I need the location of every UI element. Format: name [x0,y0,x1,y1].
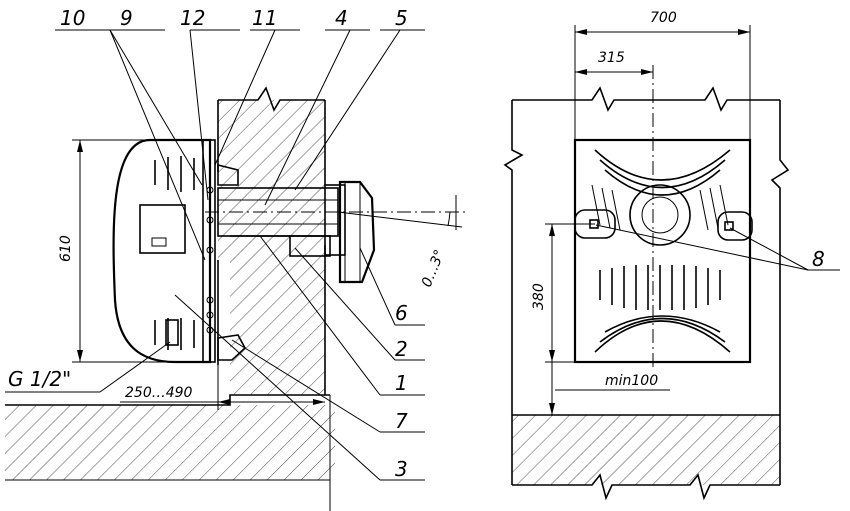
dim-label-610: 610 [58,235,74,262]
dimension-depth [120,365,325,410]
depth-label: 250…490 [125,385,193,401]
dim-label-380: 380 [531,283,547,310]
callout-9: 9 [120,6,133,30]
front-view: 700 315 380 min100 8 [503,10,840,501]
dimension-315 [575,69,653,75]
callout-leaders [55,29,425,481]
dimension-700 [574,25,751,140]
dimension-min100 [549,362,670,415]
callout-4: 4 [335,6,348,30]
dim-label-min100: min100 [605,373,658,389]
thread-leader [5,341,171,393]
callout-8: 8 [812,247,825,271]
callout-3: 3 [395,457,408,481]
dimension-380 [545,223,595,363]
dimension-610 [72,139,175,363]
dim-label-315: 315 [598,50,625,66]
angle-indicator [337,195,463,230]
callout-10: 10 [60,6,85,30]
callout-2: 2 [395,337,408,361]
flue-pipe [205,180,465,284]
wall-left [217,86,326,395]
callout-5: 5 [395,6,408,30]
callout-12: 12 [180,6,205,30]
heater-front [573,138,753,364]
thread-label: G 1/2" [8,367,71,391]
mounting-brackets [217,163,246,361]
heater-body-side [112,138,216,364]
floor-slab-front [511,415,781,501]
callout-1: 1 [395,371,408,395]
callout-6: 6 [395,301,408,325]
callout-8-leaders [595,224,840,271]
dim-label-700: 700 [650,10,677,26]
side-view: 10 9 12 11 4 5 6 2 1 7 3 610 G 1/2" 250…… [5,6,465,511]
callout-11: 11 [252,6,277,30]
callout-7: 7 [395,409,408,433]
wall-outline-front [503,86,790,416]
floor-slab-left [5,394,335,511]
angle-label: 0…3° [419,248,448,290]
